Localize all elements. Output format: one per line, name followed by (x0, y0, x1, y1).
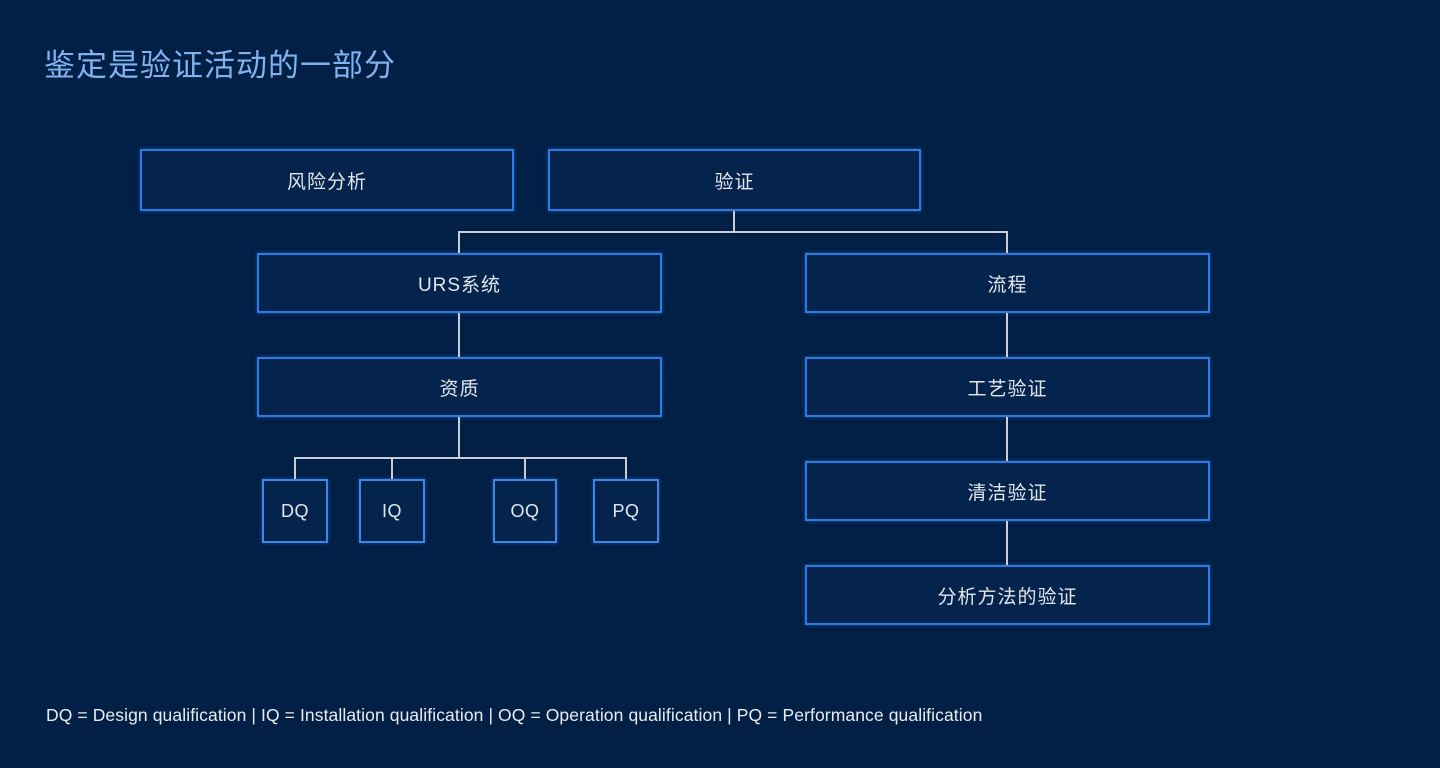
connector-leg-process (1006, 231, 1008, 253)
node-label-oq: OQ (510, 500, 540, 521)
node-cleaning-validation[interactable]: 清洁验证 (805, 461, 1210, 521)
node-oq[interactable]: OQ (493, 479, 557, 543)
connector-leg-dq (294, 457, 296, 479)
connector-leg-pq (625, 457, 627, 479)
footer-legend: DQ = Design qualification | IQ = Install… (46, 705, 983, 725)
node-process[interactable]: 流程 (805, 253, 1210, 313)
connector-leg-iq (391, 457, 393, 479)
node-iq[interactable]: IQ (359, 479, 425, 543)
node-label-iq: IQ (381, 500, 402, 521)
node-label-process: 流程 (987, 274, 1028, 296)
node-label-qualification: 资质 (439, 378, 480, 400)
connector-process-to-process-validation (1006, 313, 1008, 357)
connector-cleaning-to-analytical (1006, 521, 1008, 565)
node-label-analytical-method-validation: 分析方法的验证 (937, 586, 1078, 608)
node-label-validation: 验证 (714, 171, 755, 193)
node-label-cleaning-validation: 清洁验证 (967, 482, 1048, 504)
node-label-pq: PQ (612, 500, 640, 521)
connector-qualification-stem (458, 417, 460, 457)
page-title: 鉴定是验证活动的一部分 (44, 48, 396, 83)
node-urs-system[interactable]: URS系统 (257, 253, 662, 313)
connector-leg-oq (524, 457, 526, 479)
node-label-risk-analysis: 风险分析 (286, 171, 367, 193)
node-label-urs-system: URS系统 (417, 274, 502, 296)
connector-qualification-bus (294, 457, 626, 459)
node-process-validation[interactable]: 工艺验证 (805, 357, 1210, 417)
connector-urs-to-qualification (458, 313, 460, 357)
node-dq[interactable]: DQ (262, 479, 328, 543)
node-risk-analysis[interactable]: 风险分析 (140, 149, 514, 211)
node-pq[interactable]: PQ (593, 479, 659, 543)
connector-process-validation-to-cleaning (1006, 417, 1008, 461)
connector-leg-urs (458, 231, 460, 253)
connector-validation-bus (458, 231, 1008, 233)
connector-validation-stem (733, 211, 735, 231)
node-validation[interactable]: 验证 (548, 149, 921, 211)
node-label-dq: DQ (281, 500, 309, 521)
node-analytical-method-validation[interactable]: 分析方法的验证 (805, 565, 1210, 625)
node-qualification[interactable]: 资质 (257, 357, 662, 417)
node-label-process-validation: 工艺验证 (967, 378, 1048, 400)
